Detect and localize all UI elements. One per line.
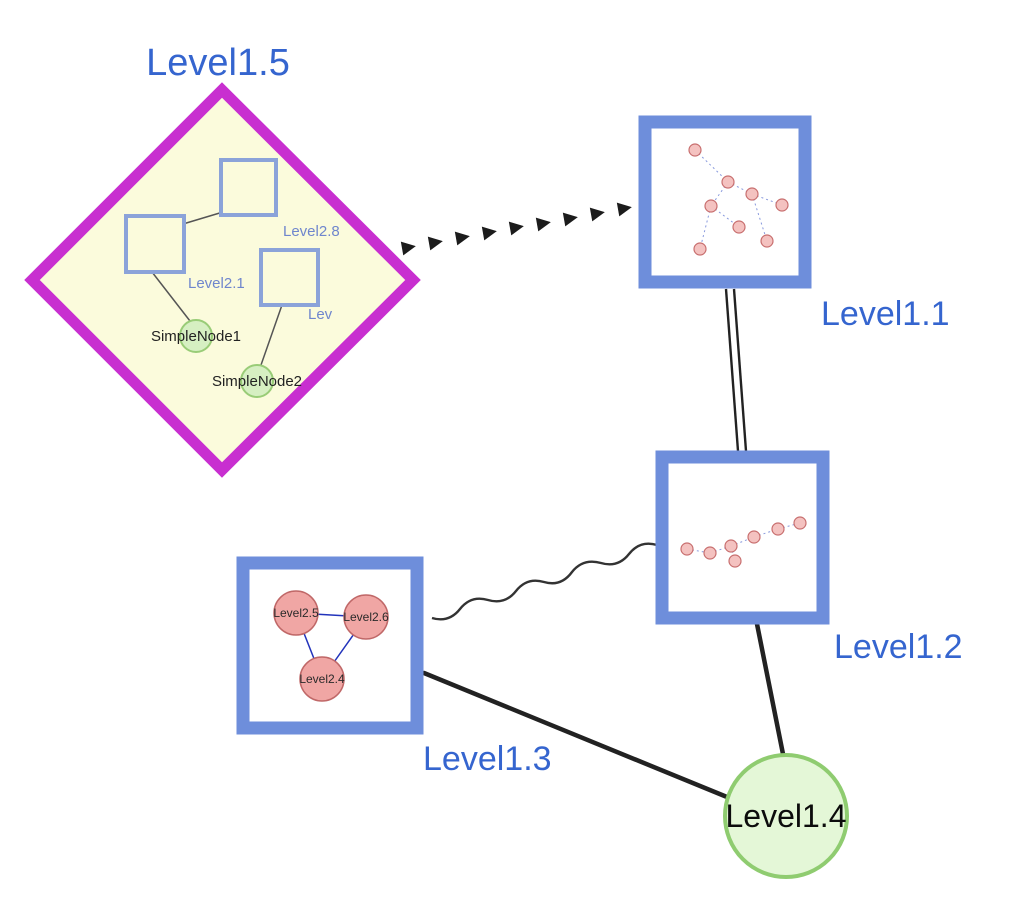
mini-node bbox=[721, 175, 735, 189]
node-level1_3-frame[interactable] bbox=[236, 556, 424, 735]
mini-edge bbox=[709, 545, 732, 554]
mini-node bbox=[771, 522, 785, 536]
node-label-level1_1: Level1.1 bbox=[821, 295, 950, 333]
mini-node bbox=[693, 242, 707, 256]
inner-square-lev[interactable] bbox=[259, 248, 320, 307]
mini-node bbox=[793, 516, 807, 530]
mini-edge bbox=[686, 548, 711, 554]
mini-node bbox=[728, 554, 742, 568]
simple-node-2[interactable] bbox=[240, 364, 274, 398]
group-node-level1_5[interactable]: Level2.8 Level2.1 Lev SimpleNode1 Simple… bbox=[24, 82, 421, 478]
child-node-label: Level2.6 bbox=[343, 610, 389, 624]
edge-level1_5-level1_1[interactable] bbox=[400, 196, 658, 256]
mini-edge bbox=[699, 205, 712, 250]
node-level1_1[interactable] bbox=[638, 115, 812, 289]
mini-node bbox=[775, 198, 789, 212]
node-label-level1_4: Level1.4 bbox=[726, 798, 847, 834]
mini-edge bbox=[777, 522, 801, 530]
diamond-shape[interactable] bbox=[24, 82, 421, 478]
simple-node-1[interactable] bbox=[179, 319, 213, 353]
edge-level1_2-level1_4[interactable] bbox=[754, 621, 786, 757]
mini-node bbox=[703, 546, 717, 560]
child-node-label: Level2.4 bbox=[299, 672, 345, 686]
inner-square-level2_8[interactable] bbox=[219, 158, 278, 217]
node-label-level1_3: Level1.3 bbox=[423, 740, 552, 778]
child-node-level2_6[interactable] bbox=[343, 594, 389, 640]
edge-level1_1-level1_2[interactable] bbox=[724, 288, 748, 452]
node-level1_3[interactable]: Level2.5 Level2.6 Level2.4 bbox=[236, 556, 424, 735]
node-level1_2-frame[interactable] bbox=[655, 450, 830, 625]
mini-node bbox=[680, 542, 694, 556]
child-node-level2_5[interactable] bbox=[273, 590, 319, 636]
simple-node-label: SimpleNode2 bbox=[212, 373, 302, 390]
mini-node bbox=[760, 234, 774, 248]
mini-node bbox=[732, 220, 746, 234]
mini-graph-level1_1 bbox=[688, 143, 789, 256]
inner-edge bbox=[182, 211, 224, 225]
node-level1_2[interactable] bbox=[655, 450, 830, 625]
inner-square-label: Lev bbox=[308, 306, 333, 323]
mini-node bbox=[688, 143, 702, 157]
node-level1_4[interactable] bbox=[723, 753, 849, 879]
mini-node bbox=[704, 199, 718, 213]
mini-node bbox=[724, 539, 738, 553]
mini-node bbox=[747, 530, 761, 544]
inner-square-level2_1[interactable] bbox=[124, 214, 186, 274]
mini-graph-level1_2 bbox=[680, 516, 807, 568]
group-label-level1_5: Level1.5 bbox=[146, 42, 290, 84]
edge-level1_3-level1_4[interactable] bbox=[421, 670, 730, 800]
node-label-level1_2: Level1.2 bbox=[834, 628, 963, 666]
inner-edge bbox=[260, 304, 283, 366]
inner-square-label: Level2.8 bbox=[283, 223, 340, 240]
inner-edge bbox=[151, 271, 191, 322]
mini-graph-level1_3: Level2.5 Level2.6 Level2.4 bbox=[273, 590, 389, 702]
simple-node-label: SimpleNode1 bbox=[151, 328, 241, 345]
child-node-level2_4[interactable] bbox=[299, 656, 345, 702]
mini-edge bbox=[751, 193, 768, 242]
edge-level1_3-level1_2[interactable] bbox=[431, 542, 658, 621]
mini-node bbox=[745, 187, 759, 201]
inner-square-label: Level2.1 bbox=[188, 275, 245, 292]
child-node-label: Level2.5 bbox=[273, 606, 319, 620]
